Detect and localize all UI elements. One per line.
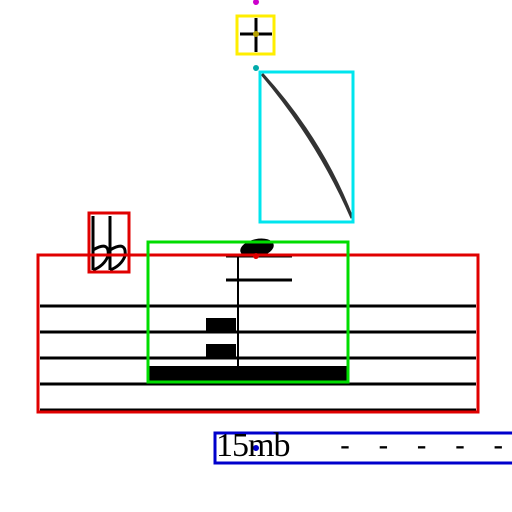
ledger-lines (226, 254, 292, 282)
beam-block-2 (206, 344, 236, 358)
marker-text (253, 445, 259, 451)
text-bounding-box (213, 431, 512, 465)
slur-arc (260, 72, 354, 219)
staff-lines (40, 304, 476, 412)
double-flat-glyph (91, 216, 127, 272)
accidental-bounding-box (87, 211, 131, 274)
fermata-bounding-box (235, 14, 276, 56)
beam-bar (148, 366, 348, 382)
slur-bounding-box (258, 70, 355, 224)
note-group-bounding-box (146, 240, 350, 384)
marker-note (253, 253, 259, 259)
beam-block-1 (206, 318, 236, 332)
marker-yellow (253, 31, 259, 37)
ottava-dashes: - - - - - (340, 429, 512, 462)
ottava-text: 15mb (216, 427, 290, 464)
marker-magenta (253, 0, 259, 5)
marker-teal (253, 65, 259, 71)
